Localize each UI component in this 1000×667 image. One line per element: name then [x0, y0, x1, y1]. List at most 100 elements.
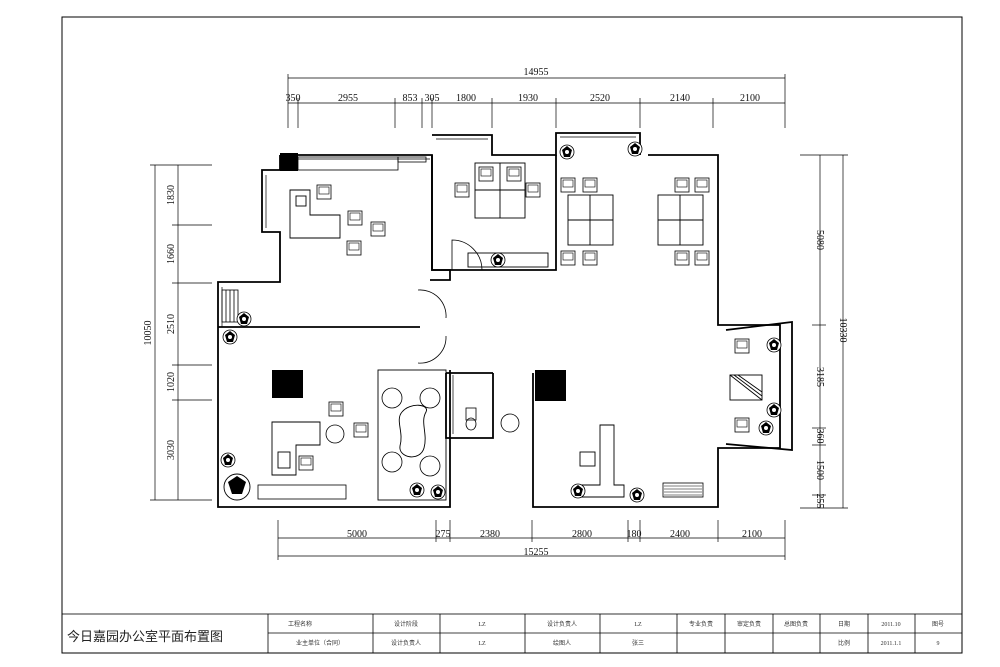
chair	[328, 401, 344, 417]
svg-text:5080: 5080	[814, 230, 825, 250]
chair	[370, 221, 386, 237]
lounge-furniture	[729, 374, 763, 401]
svg-text:2400: 2400	[670, 529, 690, 540]
svg-text:张三: 张三	[632, 639, 644, 647]
sheet-border	[61, 16, 963, 654]
top-dimension-lines	[287, 74, 786, 128]
chair	[298, 455, 314, 471]
chair	[694, 250, 710, 266]
structural-column	[280, 153, 298, 171]
dim-top-overall: 14955	[524, 67, 549, 78]
svg-text:3030: 3030	[166, 440, 177, 460]
chair	[525, 182, 541, 198]
svg-text:图号: 图号	[932, 621, 944, 628]
svg-text:10050: 10050	[143, 321, 154, 346]
svg-text:1930: 1930	[518, 93, 538, 104]
chair	[560, 250, 576, 266]
chair	[674, 250, 690, 266]
right-dimension-labels: 10330 5080 3185 360 1500 255	[814, 230, 848, 509]
large-plant-leaves	[228, 476, 246, 494]
plant	[766, 337, 782, 353]
dim-bottom-overall: 15255	[524, 547, 549, 558]
svg-text:2011.1.1: 2011.1.1	[881, 641, 902, 647]
cabinets	[221, 156, 704, 500]
plant	[490, 252, 506, 268]
svg-text:2011.10: 2011.10	[881, 622, 900, 628]
armchair	[734, 338, 750, 354]
left-dimension-labels: 10050 1830 1660 2510 1020 3030	[143, 185, 177, 460]
office-desk-topleft	[289, 189, 341, 239]
plant	[766, 402, 782, 418]
svg-text:设计阶段: 设计阶段	[394, 620, 418, 628]
lounge-chair	[419, 455, 441, 477]
svg-text:总图负责: 总图负责	[784, 620, 808, 628]
lounge-chair	[381, 387, 403, 409]
chair	[478, 166, 494, 182]
plant	[236, 311, 252, 327]
svg-text:2100: 2100	[740, 93, 760, 104]
svg-text:853: 853	[403, 93, 418, 104]
svg-text:9: 9	[937, 641, 940, 647]
round-table	[325, 424, 345, 444]
svg-text:1020: 1020	[166, 372, 177, 392]
plant	[570, 483, 586, 499]
structural-column	[272, 370, 303, 398]
plant	[409, 482, 425, 498]
svg-text:LZ: LZ	[478, 622, 486, 628]
svg-text:255: 255	[814, 494, 825, 509]
svg-text:1500: 1500	[814, 460, 825, 480]
top-dimension-labels: 350 2955 853 305 1800 1930 2520 2140 210…	[286, 93, 761, 104]
bottom-dimension-lines	[277, 520, 786, 560]
plant	[222, 329, 238, 345]
svg-text:日期: 日期	[838, 620, 850, 628]
restroom-fixtures	[465, 407, 520, 433]
chair	[454, 182, 470, 198]
svg-text:2510: 2510	[166, 314, 177, 334]
bottom-dimension-labels: 5000 275 2380 2800 180 2400 2100	[347, 529, 762, 540]
svg-text:审定负责: 审定负责	[737, 620, 761, 628]
radiator-grille	[664, 485, 702, 496]
workstations-right	[567, 194, 704, 246]
lounge-chair	[381, 451, 403, 473]
svg-text:305: 305	[425, 93, 440, 104]
office-desk-bottomleft	[271, 421, 321, 476]
plant	[220, 452, 236, 468]
chair	[560, 177, 576, 193]
svg-text:2800: 2800	[572, 529, 592, 540]
manager-desk	[577, 424, 625, 498]
svg-text:360: 360	[814, 429, 825, 444]
plant	[629, 487, 645, 503]
svg-text:2520: 2520	[590, 93, 610, 104]
svg-text:比例: 比例	[838, 639, 850, 647]
plant	[758, 420, 774, 436]
workstation-cluster	[467, 162, 549, 268]
chair	[506, 166, 522, 182]
chair	[353, 422, 369, 438]
title-block-row1: 工程名称 设计阶段 LZ 设计负责人 LZ 专业负责 审定负责 总图负责 日期 …	[288, 620, 944, 628]
svg-text:10330: 10330	[837, 318, 848, 343]
armchair	[734, 417, 750, 433]
svg-text:3185: 3185	[814, 367, 825, 387]
svg-text:2140: 2140	[670, 93, 690, 104]
plant	[627, 141, 643, 157]
title-block-row2: 业主单位（合同） 设计负责人 LZ 绘图人 张三 比例 2011.1.1 9	[296, 639, 940, 647]
svg-text:LZ: LZ	[478, 641, 486, 647]
chair	[674, 177, 690, 193]
left-dimension-lines	[150, 164, 212, 501]
chair	[346, 240, 362, 256]
title-block-grid	[61, 613, 963, 654]
svg-text:设计负责人: 设计负责人	[391, 639, 421, 647]
svg-text:5000: 5000	[347, 529, 367, 540]
chair	[347, 210, 363, 226]
plant	[559, 144, 575, 160]
plant	[430, 484, 446, 500]
chair	[582, 177, 598, 193]
svg-text:2100: 2100	[742, 529, 762, 540]
svg-text:275: 275	[436, 529, 451, 540]
svg-text:1800: 1800	[456, 93, 476, 104]
svg-text:1830: 1830	[166, 185, 177, 205]
chair	[694, 177, 710, 193]
svg-text:设计负责人: 设计负责人	[547, 620, 577, 628]
structural-column	[535, 370, 566, 401]
svg-text:绘图人: 绘图人	[553, 639, 571, 647]
